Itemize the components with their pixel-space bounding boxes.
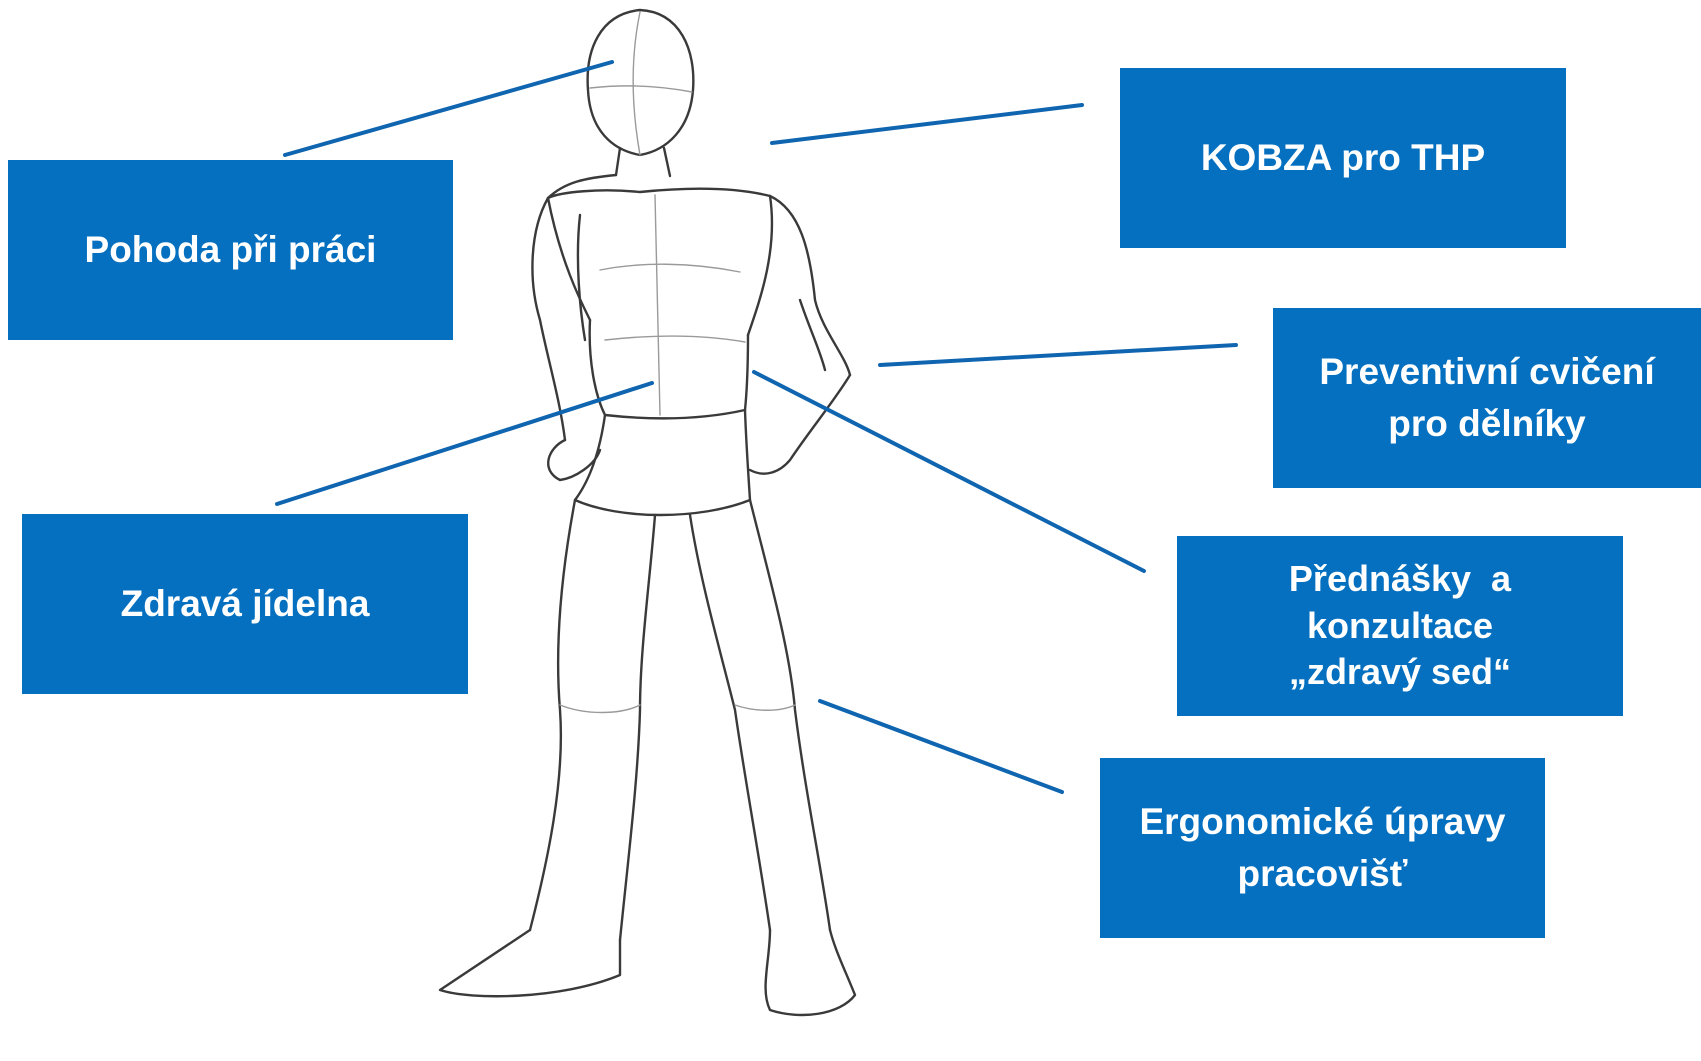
- label-preventivni-line-2: pro dělníky: [1319, 398, 1654, 450]
- label-kobza-pro-thp: KOBZA pro THP: [1120, 68, 1566, 248]
- label-jidelna-line-1: Zdravá jídelna: [121, 578, 370, 630]
- label-preventivni-line-1: Preventivní cvičení: [1319, 346, 1654, 398]
- label-prednasky-line-1: Přednášky a: [1289, 556, 1511, 603]
- label-prednasky-line-2: konzultace: [1289, 603, 1511, 650]
- label-zdrava-jidelna: Zdravá jídelna: [22, 514, 468, 694]
- label-pohoda-line-1: Pohoda při práci: [85, 224, 377, 276]
- leader-line-preventivni: [880, 345, 1236, 365]
- label-prednasky-line-3: „zdravý sed“: [1289, 649, 1511, 696]
- label-prednasky-konzultace: Přednášky a konzultace „zdravý sed“: [1177, 536, 1623, 716]
- leader-line-kobza: [772, 105, 1082, 143]
- label-ergonomicke-line-1: Ergonomické úpravy: [1139, 796, 1505, 848]
- label-pohoda-pri-praci: Pohoda při práci: [8, 160, 453, 340]
- label-kobza-line-1: KOBZA pro THP: [1201, 132, 1485, 184]
- label-ergonomicke-upravy: Ergonomické úpravy pracovišť: [1100, 758, 1545, 938]
- leader-line-prednasky: [754, 372, 1144, 571]
- leader-line-pohoda: [285, 62, 612, 155]
- leader-line-jidelna: [277, 383, 652, 504]
- leader-line-ergonomicke: [820, 701, 1062, 792]
- label-ergonomicke-line-2: pracovišť: [1139, 848, 1505, 900]
- label-preventivni-cviceni: Preventivní cvičení pro dělníky: [1273, 308, 1701, 488]
